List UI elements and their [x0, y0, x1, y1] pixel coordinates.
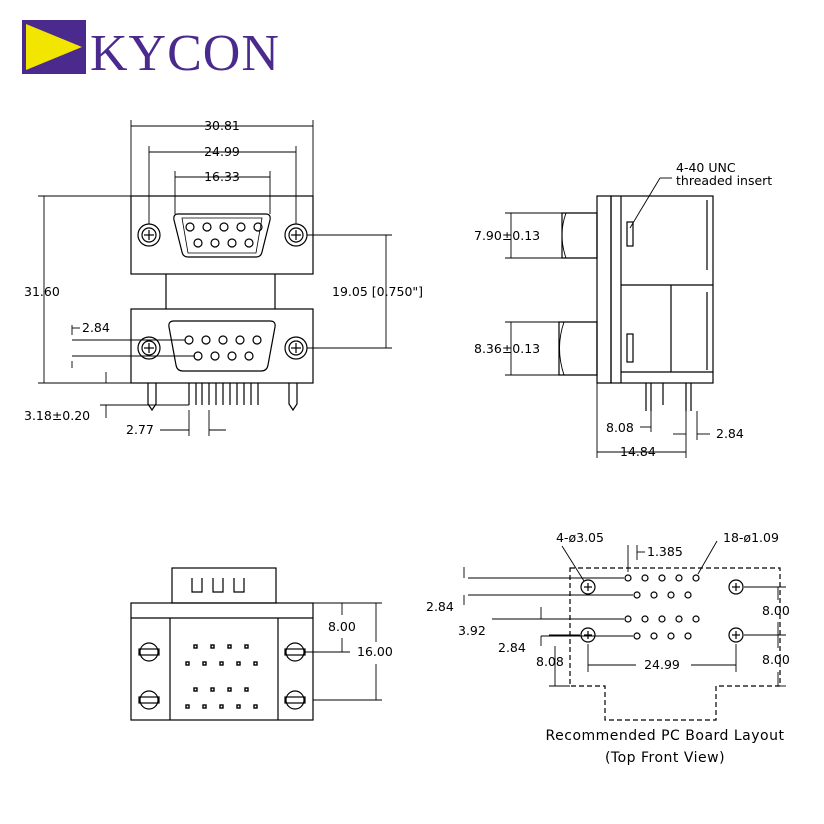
pcb-footprint-outline — [569, 567, 781, 721]
lower-pin-contacts — [184, 335, 262, 361]
dim-half-height: 8.00 — [328, 619, 356, 634]
bottom-view — [130, 567, 382, 721]
callout-insert-line2: threaded insert — [676, 173, 772, 188]
dim-depth: 14.84 — [620, 444, 656, 459]
board-pins — [147, 383, 298, 412]
bottom-view-labels: 8.00 16.00 — [328, 619, 393, 659]
dim-shell-width: 16.33 — [204, 169, 240, 184]
dim-overall-height: 31.60 — [24, 284, 60, 299]
label-mount-holes: 4-ø3.05 — [556, 530, 604, 545]
dim-pin-pitch: 2.77 — [126, 422, 154, 437]
dim-lower-shell: 8.36±0.13 — [474, 341, 540, 356]
pcb-layout-labels: 4-ø3.05 1.385 18-ø1.09 2.84 3.92 2.84 8.… — [426, 530, 790, 672]
front-view-labels: 30.81 24.99 16.33 31.60 19.05 [0.750"] 2… — [24, 118, 423, 437]
side-lower-shell — [558, 321, 598, 376]
dim-overall-width: 30.81 — [204, 118, 240, 133]
bottom-mount-holes — [138, 642, 306, 710]
pcb-layout — [463, 540, 786, 721]
dim-flange-holes: 24.99 — [204, 144, 240, 159]
logo-mark-icon — [22, 20, 86, 74]
upper-pin-contacts — [185, 222, 263, 248]
pcb-pin-holes — [624, 574, 700, 640]
bottom-pin-stubs — [185, 644, 258, 709]
side-body — [610, 195, 714, 384]
bottom-shell-top — [171, 567, 277, 604]
lower-flange — [130, 308, 314, 384]
lower-left-mount-hole — [137, 336, 161, 360]
upper-flange — [130, 195, 314, 275]
dim-pin-row: 2.84 — [716, 426, 744, 441]
callout-insert-line1: 4-40 UNC — [676, 160, 736, 175]
dim-row-b: 3.92 — [458, 623, 486, 638]
label-pin-holes: 18-ø1.09 — [723, 530, 779, 545]
dim-right-lower: 8.00 — [762, 652, 790, 667]
dim-lower-offset: 2.84 — [82, 320, 110, 335]
dim-pin-length: 3.18±0.20 — [24, 408, 90, 423]
label-pitch: 1.385 — [647, 544, 683, 559]
dim-port-spacing: 19.05 [0.750"] — [332, 284, 423, 299]
side-view-labels: 4-40 UNC threaded insert 7.90±0.13 8.36±… — [474, 160, 772, 459]
lower-d-shell — [168, 320, 276, 372]
dim-row-a: 2.84 — [426, 599, 454, 614]
dim-row-c: 2.84 — [498, 640, 526, 655]
dim-upper-shell: 7.90±0.13 — [474, 228, 540, 243]
side-flange — [596, 195, 612, 384]
side-upper-shell — [561, 212, 598, 259]
side-view — [505, 177, 714, 458]
logo-mark-triangle — [26, 24, 82, 70]
upper-d-shell — [173, 213, 271, 258]
side-pins — [645, 383, 692, 411]
dim-left-offset: 8.08 — [536, 654, 564, 669]
dim-total-height: 16.00 — [357, 644, 393, 659]
logo-text: KYCON — [90, 25, 280, 82]
front-view — [38, 120, 392, 436]
dim-hole-span: 24.99 — [644, 657, 680, 672]
dim-right-upper: 8.00 — [762, 603, 790, 618]
pcb-caption-subtitle: (Top Front View) — [604, 750, 726, 766]
kycon-logo: KYCON — [22, 20, 312, 80]
bottom-body — [130, 602, 314, 721]
dim-row-offset: 8.08 — [606, 420, 634, 435]
pcb-caption-title: Recommended PC Board Layout — [545, 728, 785, 744]
pcb-mount-holes — [580, 579, 744, 643]
